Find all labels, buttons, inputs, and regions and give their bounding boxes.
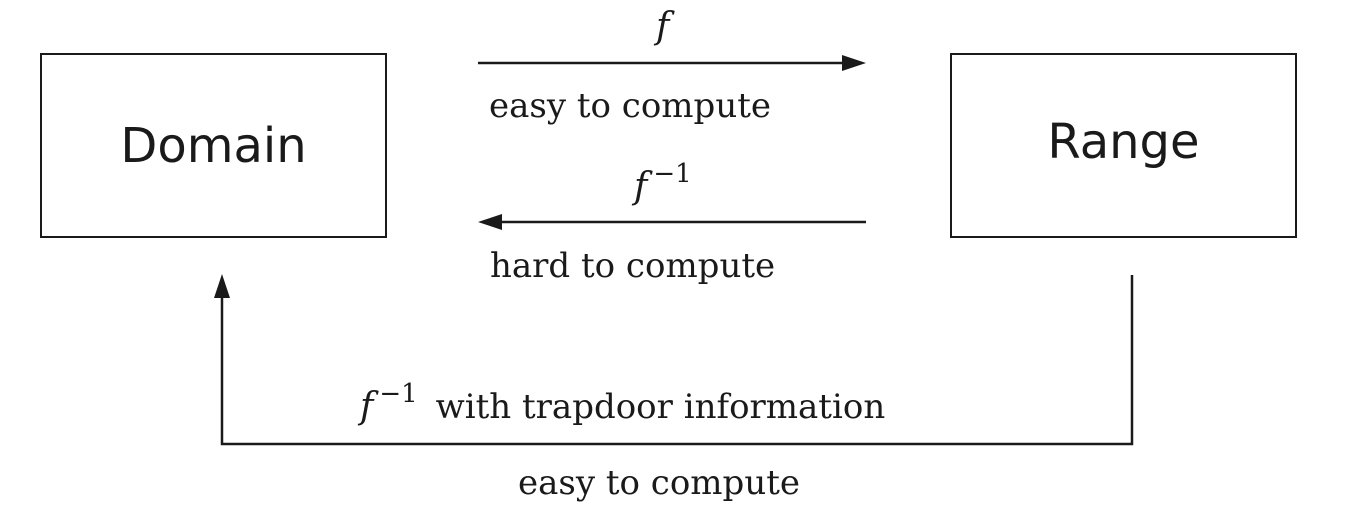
forward-arrow (478, 55, 866, 71)
inverse-function-symbol: f−1 (634, 159, 692, 207)
inverse-label: hard to compute (490, 246, 776, 286)
trapdoor-caption: f−1 with trapdoor information (360, 379, 886, 427)
domain-label: Domain (120, 117, 307, 174)
range-label: Range (1047, 113, 1200, 170)
forward-function-symbol: f (656, 6, 670, 47)
range-box: Range (950, 53, 1297, 238)
trapdoor-label: easy to compute (518, 463, 800, 503)
domain-box: Domain (40, 53, 387, 238)
trapdoor-function-symbol: f−1 (360, 379, 418, 427)
inverse-arrow (478, 214, 866, 230)
forward-label: easy to compute (489, 86, 771, 126)
trapdoor-description: with trapdoor information (435, 387, 886, 427)
trapdoor-arrow (214, 274, 1134, 446)
